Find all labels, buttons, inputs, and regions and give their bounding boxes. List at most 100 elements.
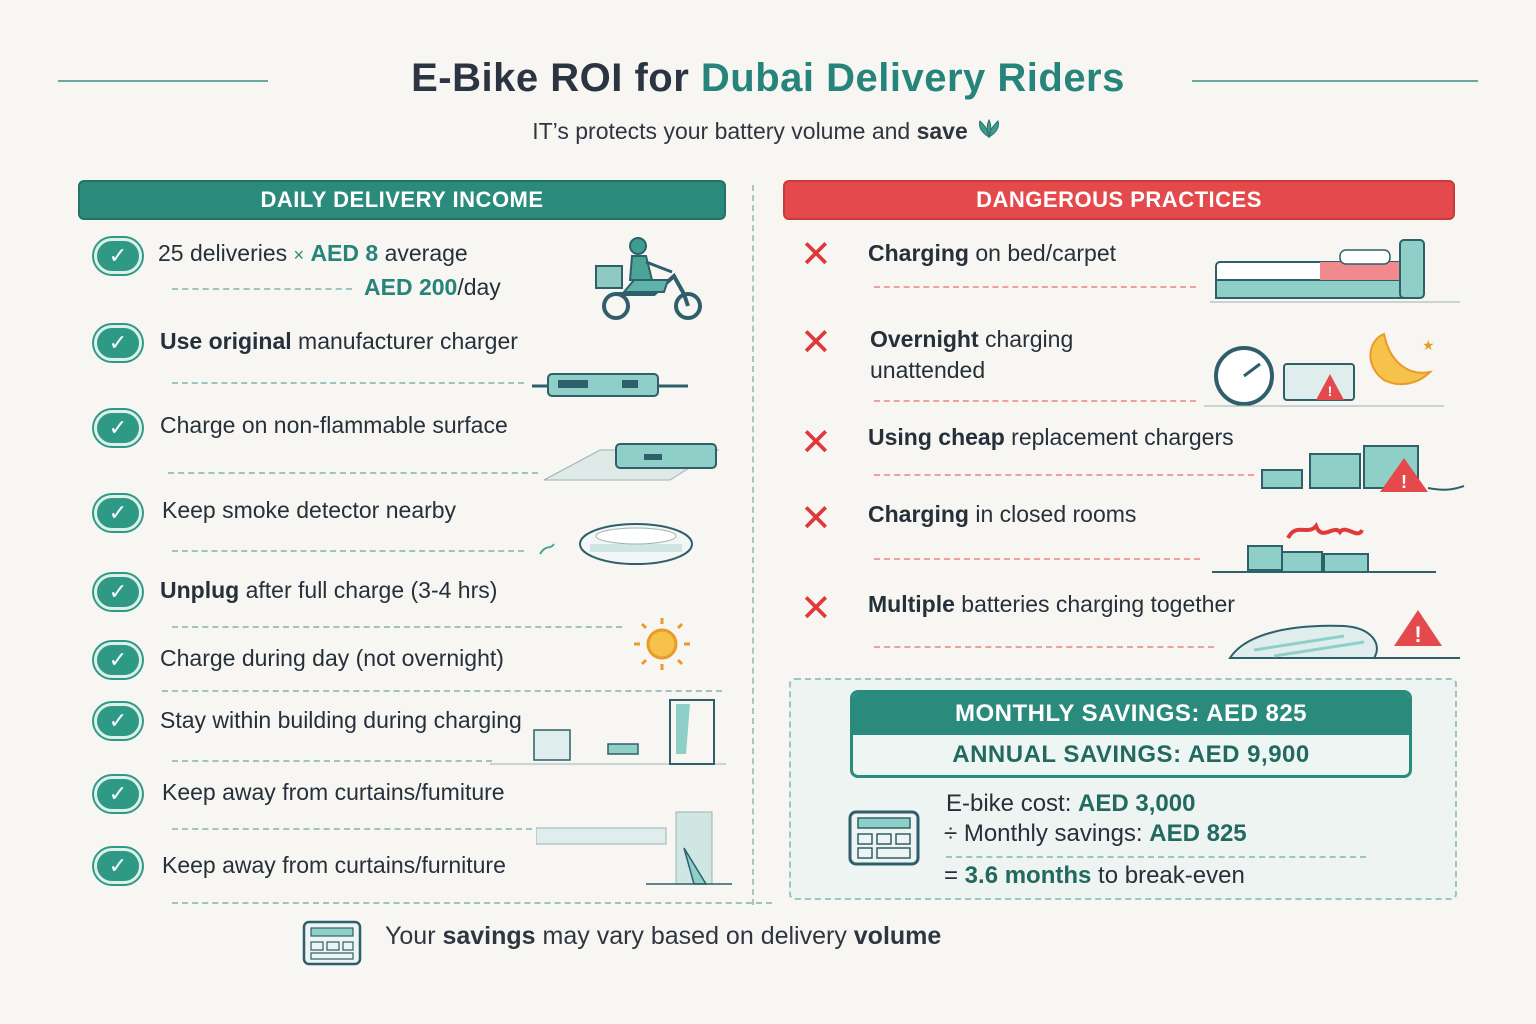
leaf-icon bbox=[974, 118, 1004, 145]
tip-text: Keep away from curtains/fumiture bbox=[162, 779, 505, 805]
clock-moon-icon: !★ bbox=[1204, 326, 1444, 415]
title-part1: E-Bike ROI for bbox=[411, 56, 701, 100]
danger-overnight-line2: unattended bbox=[870, 357, 986, 383]
danger-divider bbox=[874, 286, 1196, 288]
tip-stay-building: Stay within building during charging bbox=[160, 707, 522, 734]
x-icon: ✕ bbox=[800, 422, 832, 464]
check-icon: ✓ bbox=[94, 410, 142, 446]
svg-text:★: ★ bbox=[1422, 337, 1435, 353]
check-icon: ✓ bbox=[94, 642, 142, 678]
charger-icon bbox=[532, 368, 692, 407]
income-line1: 25 deliveries × AED 8 average bbox=[158, 240, 468, 267]
calc-divider bbox=[946, 856, 1366, 858]
tip-smoke-detector: Keep smoke detector nearby bbox=[162, 497, 456, 524]
check-icon: ✓ bbox=[94, 238, 142, 274]
tip-text: Charge during day (not overnight) bbox=[160, 645, 504, 671]
rider-icon bbox=[594, 236, 706, 327]
danger-bold: Multiple bbox=[868, 591, 955, 617]
subtitle-text: IT’s protects your battery volume and bbox=[532, 118, 917, 144]
tip-bold: Use original bbox=[160, 328, 292, 354]
danger-text: charging bbox=[978, 326, 1074, 352]
danger-divider bbox=[874, 558, 1200, 560]
footer-note: Your savings may vary based on delivery … bbox=[385, 922, 941, 951]
calc-cost-label: E-bike cost: bbox=[946, 790, 1079, 817]
check-icon: ✓ bbox=[94, 848, 142, 884]
cheap-chargers-icon: ! bbox=[1258, 442, 1468, 501]
footer-a: Your bbox=[385, 922, 443, 950]
danger-bold: Overnight bbox=[870, 326, 979, 352]
danger-bed: Charging on bed/carpet bbox=[868, 240, 1116, 267]
daily-income-heading: DAILY DELIVERY INCOME bbox=[78, 180, 726, 220]
danger-overnight: Overnight charging bbox=[870, 326, 1073, 353]
sun-icon bbox=[620, 616, 704, 677]
danger-cheap-chargers: Using cheap replacement chargers bbox=[868, 424, 1234, 451]
title-rule-right bbox=[1192, 80, 1478, 82]
income-average: average bbox=[378, 240, 468, 266]
x-icon: ✕ bbox=[800, 234, 832, 276]
calc-monthly-value: AED 825 bbox=[1149, 820, 1247, 847]
times-symbol: × bbox=[293, 245, 305, 265]
danger-bold: Charging bbox=[868, 501, 969, 527]
x-icon: ✕ bbox=[800, 322, 832, 364]
check-icon: ✓ bbox=[94, 703, 142, 739]
tip-divider bbox=[172, 626, 622, 628]
tip-divider bbox=[172, 902, 772, 904]
calc-cost-value: AED 3,000 bbox=[1078, 790, 1196, 817]
danger-multiple-batteries: Multiple batteries charging together bbox=[868, 591, 1235, 618]
monthly-savings: MONTHLY SAVINGS: AED 825 bbox=[853, 693, 1409, 735]
subtitle: IT’s protects your battery volume and sa… bbox=[0, 118, 1536, 145]
danger-bold: Using cheap bbox=[868, 424, 1005, 450]
tip-bold: Unplug bbox=[160, 577, 240, 603]
check-icon: ✓ bbox=[94, 574, 142, 610]
danger-divider bbox=[874, 474, 1254, 476]
closed-room-batteries-icon bbox=[1212, 516, 1436, 581]
footer-b: savings bbox=[442, 922, 536, 950]
footer-c: may vary based on delivery bbox=[535, 922, 854, 950]
tip-curtains-2: Keep away from curtains/furniture bbox=[162, 852, 506, 879]
check-icon: ✓ bbox=[94, 776, 142, 812]
tip-divider bbox=[172, 828, 532, 830]
danger-divider bbox=[874, 646, 1214, 648]
danger-bold: Charging bbox=[868, 240, 969, 266]
danger-text: replacement chargers bbox=[1004, 424, 1234, 450]
danger-text: on bed/carpet bbox=[968, 240, 1117, 266]
danger-text: in closed rooms bbox=[968, 501, 1137, 527]
x-icon: ✕ bbox=[800, 498, 832, 540]
title-part2: Dubai Delivery Riders bbox=[700, 56, 1125, 100]
divide-symbol: ÷ bbox=[944, 820, 958, 847]
income-divider bbox=[172, 288, 352, 290]
tip-charge-day: Charge during day (not overnight) bbox=[160, 645, 504, 672]
tip-original-charger: Use original manufacturer charger bbox=[160, 328, 518, 355]
calc-cost: E-bike cost: AED 3,000 bbox=[946, 790, 1195, 818]
calculator-icon bbox=[848, 810, 920, 871]
footer-calculator-icon bbox=[302, 920, 362, 971]
tip-text: Keep away from curtains/furniture bbox=[162, 852, 506, 878]
danger-divider bbox=[874, 400, 1196, 402]
danger-closed-rooms: Charging in closed rooms bbox=[868, 501, 1136, 528]
breakeven-text: to break-even bbox=[1091, 862, 1245, 889]
savings-card: MONTHLY SAVINGS: AED 825 ANNUAL SAVINGS:… bbox=[850, 690, 1412, 778]
bed-icon bbox=[1210, 236, 1460, 311]
tip-divider bbox=[172, 550, 524, 552]
income-line2: AED 200/day bbox=[364, 274, 501, 301]
check-icon: ✓ bbox=[94, 325, 142, 361]
tip-text: manufacturer charger bbox=[291, 328, 518, 354]
calc-result: = 3.6 months to break-even bbox=[944, 862, 1245, 890]
footer-d: volume bbox=[853, 922, 942, 950]
covered-batteries-icon: ! bbox=[1224, 606, 1464, 671]
dangerous-practices-heading: DANGEROUS PRACTICES bbox=[783, 180, 1455, 220]
tip-divider bbox=[172, 760, 492, 762]
title-rule-left bbox=[58, 80, 268, 82]
smoke-detector-icon bbox=[536, 514, 696, 575]
calc-monthly-label: Monthly savings: bbox=[957, 820, 1150, 847]
subtitle-bold: save bbox=[916, 118, 968, 144]
tip-curtains-1: Keep away from curtains/fumiture bbox=[162, 779, 505, 806]
tip-text: Stay within building during charging bbox=[160, 707, 522, 733]
building-room-icon bbox=[490, 694, 726, 773]
tip-text: Keep smoke detector nearby bbox=[162, 497, 457, 523]
tip-divider bbox=[172, 382, 524, 384]
tip-text: Charge on non-flammable surface bbox=[160, 412, 508, 438]
tip-divider bbox=[168, 472, 538, 474]
income-suffix: /day bbox=[457, 274, 501, 300]
furniture-icon bbox=[535, 808, 732, 893]
